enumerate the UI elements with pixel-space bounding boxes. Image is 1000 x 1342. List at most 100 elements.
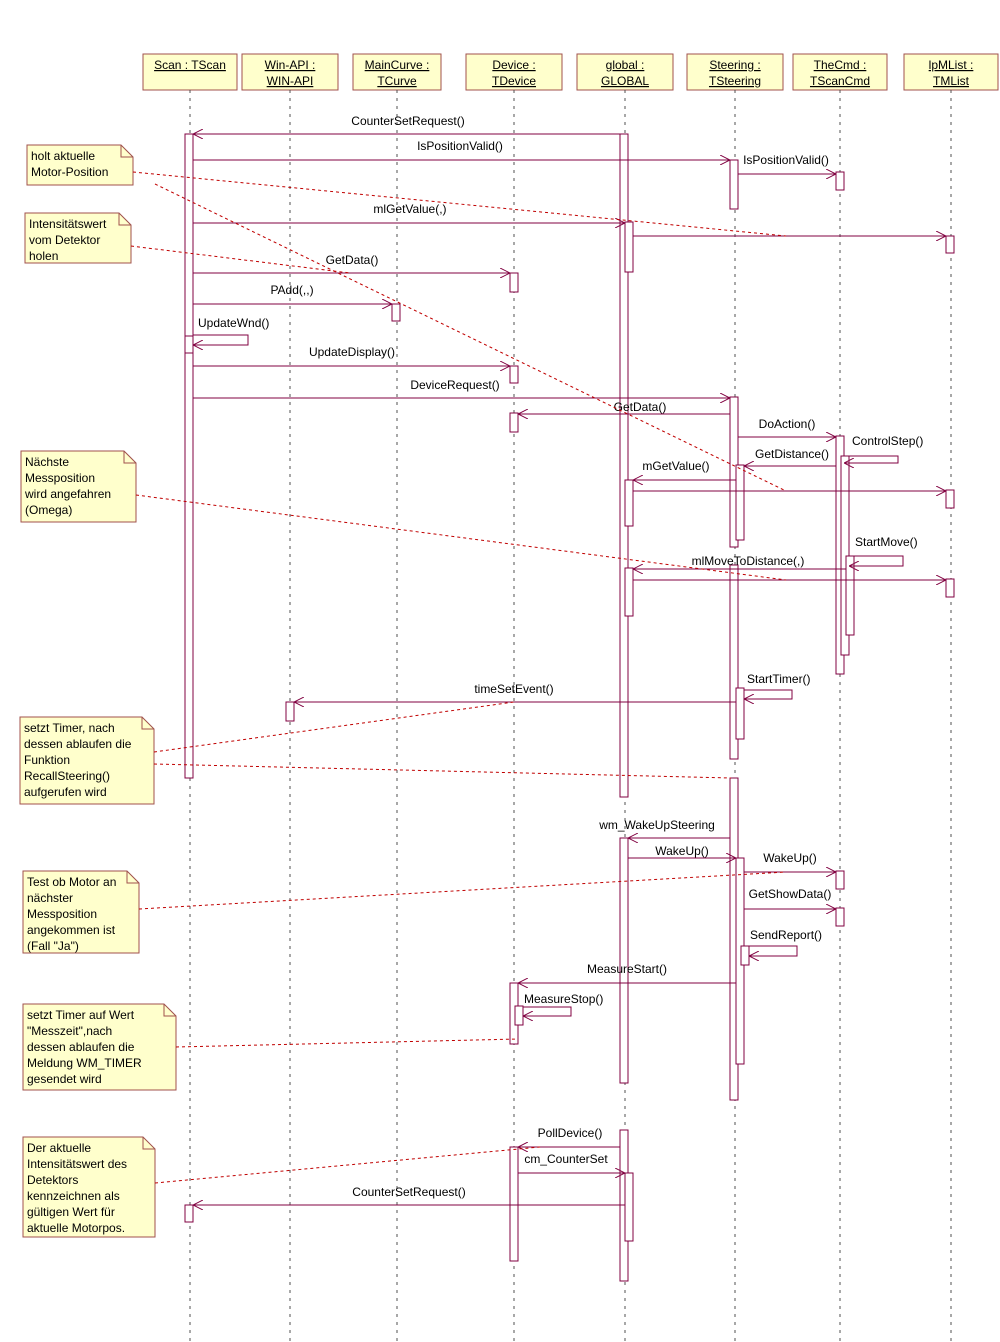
activation-bar: [945, 578, 955, 598]
message-label-m10: GetData(): [614, 400, 667, 414]
note-line-n5: Test ob Motor an: [27, 875, 116, 889]
object-class-steering: TSteering: [709, 74, 761, 88]
object-box-maincurve: [352, 53, 442, 91]
note-box-n7: [22, 1136, 156, 1238]
object-name-thecmd: TheCmd :: [814, 58, 867, 72]
message-label-m01: CounterSetRequest(): [351, 114, 464, 128]
note-connector: [130, 245, 351, 274]
object-name-scan: Scan : TScan: [154, 58, 226, 72]
activation-bar: [845, 555, 855, 636]
note-box-n6: [22, 1003, 177, 1091]
note-line-n5: (Fall "Ja"): [27, 939, 79, 953]
message-label-m16: mlMoveToDistance(,): [692, 554, 805, 568]
note-fold-n3: [123, 451, 136, 464]
note-line-n3: Messposition: [25, 471, 95, 485]
message-label-m07: UpdateWnd(): [198, 316, 269, 330]
activation-bar: [509, 272, 519, 293]
message-label-m11: DoAction(): [759, 417, 816, 431]
activation-bar: [624, 567, 634, 617]
note-connector: [132, 171, 787, 237]
note-box-n2: [24, 212, 132, 264]
activation-bar: [945, 489, 955, 509]
message-label-m12: ControlStep(): [852, 434, 923, 448]
activation-bar: [624, 479, 634, 527]
note-line-n4: RecallSteering(): [24, 769, 110, 783]
note-line-n5: angekommen ist: [27, 923, 116, 937]
object-name-device: Device :: [492, 58, 535, 72]
note-fold-n1: [120, 145, 133, 158]
self-message-m15: [849, 555, 904, 566]
note-line-n4: dessen ablaufen die: [24, 737, 132, 751]
object-box-thecmd: [792, 53, 888, 91]
note-box-n3: [20, 450, 137, 523]
note-line-n4: Funktion: [24, 753, 70, 767]
note-line-n6: dessen ablaufen die: [27, 1040, 135, 1054]
self-message-m12: [844, 455, 899, 463]
note-line-n3: Nächste: [25, 455, 69, 469]
note-line-n6: gesendet wird: [27, 1072, 102, 1086]
note-line-n7: aktuelle Motorpos.: [27, 1221, 125, 1235]
self-message-m17: [744, 689, 793, 699]
activation-bar: [619, 837, 629, 1084]
note-line-n6: "Messzeit",nach: [27, 1024, 112, 1038]
object-class-device: TDevice: [492, 74, 536, 88]
object-name-steering: Steering :: [709, 58, 760, 72]
message-label-m19: wm_WakeUpSteering: [598, 818, 715, 832]
message-label-m28: CounterSetRequest(): [352, 1185, 465, 1199]
note-connector: [153, 701, 515, 753]
message-label-m17: StartTimer(): [747, 672, 811, 686]
note-line-n7: Der aktuelle: [27, 1141, 91, 1155]
message-label-m08: UpdateDisplay(): [309, 345, 395, 359]
activation-bar: [624, 1172, 634, 1242]
activation-bar: [391, 303, 401, 322]
activation-bar: [945, 235, 955, 254]
message-label-m02: IsPositionValid(): [417, 139, 503, 153]
message-label-m24: MeasureStart(): [587, 962, 667, 976]
note-box-n5: [22, 870, 140, 954]
activation-bar: [729, 159, 739, 210]
note-connector: [175, 1038, 519, 1048]
message-label-m04: mlGetValue(,): [373, 202, 446, 216]
activation-bar: [285, 701, 295, 722]
note-line-n2: vom Detektor: [29, 233, 100, 247]
activation-bar: [835, 907, 845, 927]
note-line-n2: Intensitätswert: [29, 217, 107, 231]
activation-bar: [184, 335, 194, 354]
note-line-n1: Motor-Position: [31, 165, 108, 179]
note-box-n4: [19, 716, 155, 805]
note-connector: [154, 1146, 541, 1184]
object-name-maincurve: MainCurve :: [365, 58, 430, 72]
note-line-n6: Meldung WM_TIMER: [27, 1056, 142, 1070]
note-line-n5: nächster: [27, 891, 73, 905]
note-line-n2: holen: [29, 249, 58, 263]
activation-bar: [619, 133, 629, 798]
note-line-n7: Detektors: [27, 1173, 78, 1187]
note-line-n6: setzt Timer auf Wert: [27, 1008, 135, 1022]
message-label-m22: GetShowData(): [749, 887, 832, 901]
activation-bar: [509, 365, 519, 384]
message-label-m18: timeSetEvent(): [474, 682, 553, 696]
note-line-n4: aufgerufen wird: [24, 785, 107, 799]
note-fold-n4: [141, 717, 154, 730]
object-box-winapi: [241, 53, 339, 91]
activation-bar: [509, 1146, 519, 1262]
message-label-m06: PAdd(,,): [270, 283, 313, 297]
message-label-m26: PollDevice(): [538, 1126, 603, 1140]
activation-bar: [835, 870, 845, 890]
note-line-n7: kennzeichnen als: [27, 1189, 120, 1203]
message-label-m05: GetData(): [326, 253, 379, 267]
note-fold-n2: [118, 213, 131, 226]
object-box-global: [576, 53, 674, 91]
note-line-n4: setzt Timer, nach: [24, 721, 115, 735]
object-box-steering: [686, 53, 784, 91]
object-class-global: GLOBAL: [601, 74, 649, 88]
note-line-n1: holt aktuelle: [31, 149, 95, 163]
activation-bar: [184, 1204, 194, 1223]
activation-bar: [184, 133, 194, 779]
message-label-m03: IsPositionValid(): [743, 153, 829, 167]
note-connector: [153, 763, 732, 779]
note-line-n3: (Omega): [25, 503, 72, 517]
object-box-device: [465, 53, 563, 91]
note-connector: [135, 494, 787, 581]
